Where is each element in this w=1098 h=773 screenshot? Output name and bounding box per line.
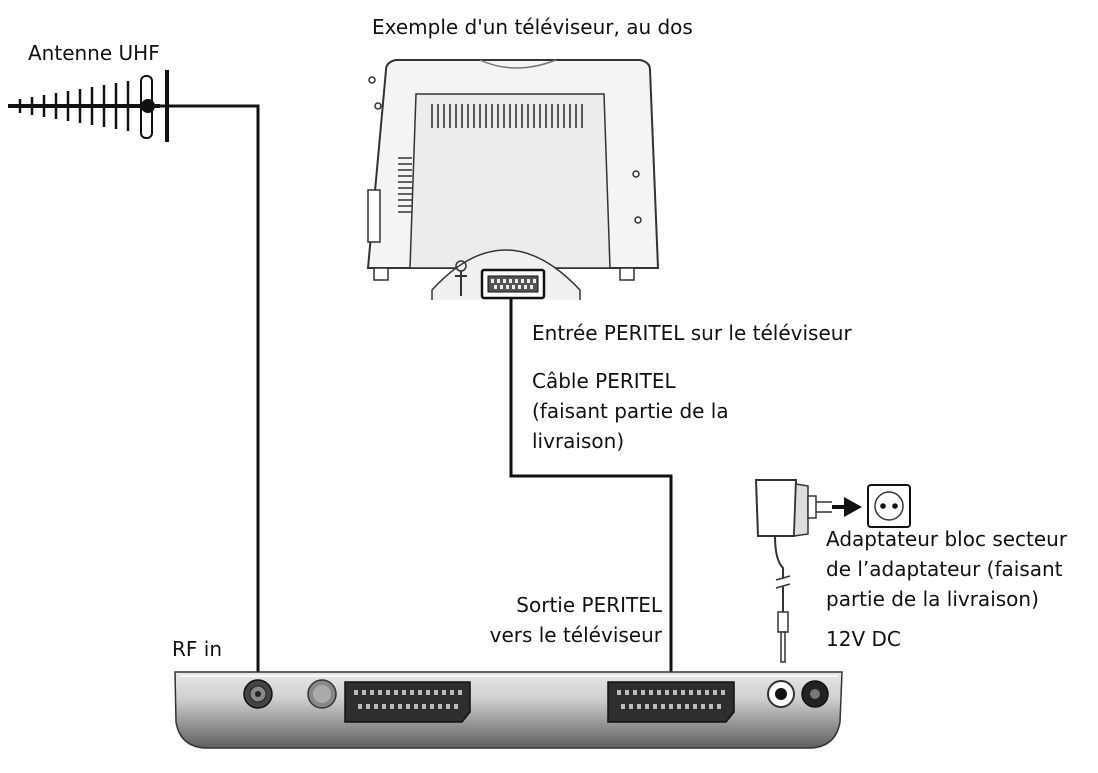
scart-port-1-icon: [344, 681, 471, 723]
scart-cable-line-1: Câble PERITEL: [532, 369, 676, 393]
dc-voltage-label: 12V DC: [826, 627, 901, 651]
tv-caption: Exemple d'un téléviseur, au dos: [372, 15, 693, 39]
scart-port-2-icon: [607, 681, 735, 723]
antenna-cable: [152, 104, 260, 672]
rf-in-label: RF in: [172, 637, 222, 661]
tv-scart-input-label: Entrée PERITEL sur le téléviseur: [532, 321, 852, 345]
arrow-right-icon: [832, 497, 862, 517]
antenna-label: Antenne UHF: [28, 41, 160, 65]
scart-cable-line-2: (faisant partie de la: [532, 399, 729, 423]
scart-output-label: Sortie PERITEL vers le téléviseur: [462, 590, 662, 650]
power-socket-icon: [867, 484, 911, 528]
power-adapter-label: Adaptateur bloc secteur de l’adaptateur …: [826, 524, 1094, 614]
scart-cable-line-3: livraison): [532, 429, 625, 453]
scart-output-line-2: vers le téléviseur: [489, 623, 662, 647]
rf-in-port-icon: [243, 679, 273, 709]
tv-back-illustration: [366, 59, 660, 300]
dc-in-jack-icon: [801, 680, 829, 708]
uhf-antenna-icon: [8, 70, 169, 142]
audio-jack-icon: [767, 680, 795, 708]
receiver-box-illustration: [174, 671, 843, 749]
power-adapter-line-3: partie de la livraison): [826, 587, 1039, 611]
scart-cable: [509, 298, 673, 672]
rf-out-port-icon: [307, 679, 337, 709]
power-adapter-line-2: de l’adaptateur (faisant: [826, 557, 1063, 581]
scart-output-line-1: Sortie PERITEL: [516, 593, 662, 617]
scart-cable-label: Câble PERITEL (faisant partie de la livr…: [532, 366, 772, 456]
power-adapter-icon: [754, 479, 832, 663]
tv-scart-port-icon: [480, 268, 546, 300]
power-adapter-line-1: Adaptateur bloc secteur: [826, 527, 1068, 551]
